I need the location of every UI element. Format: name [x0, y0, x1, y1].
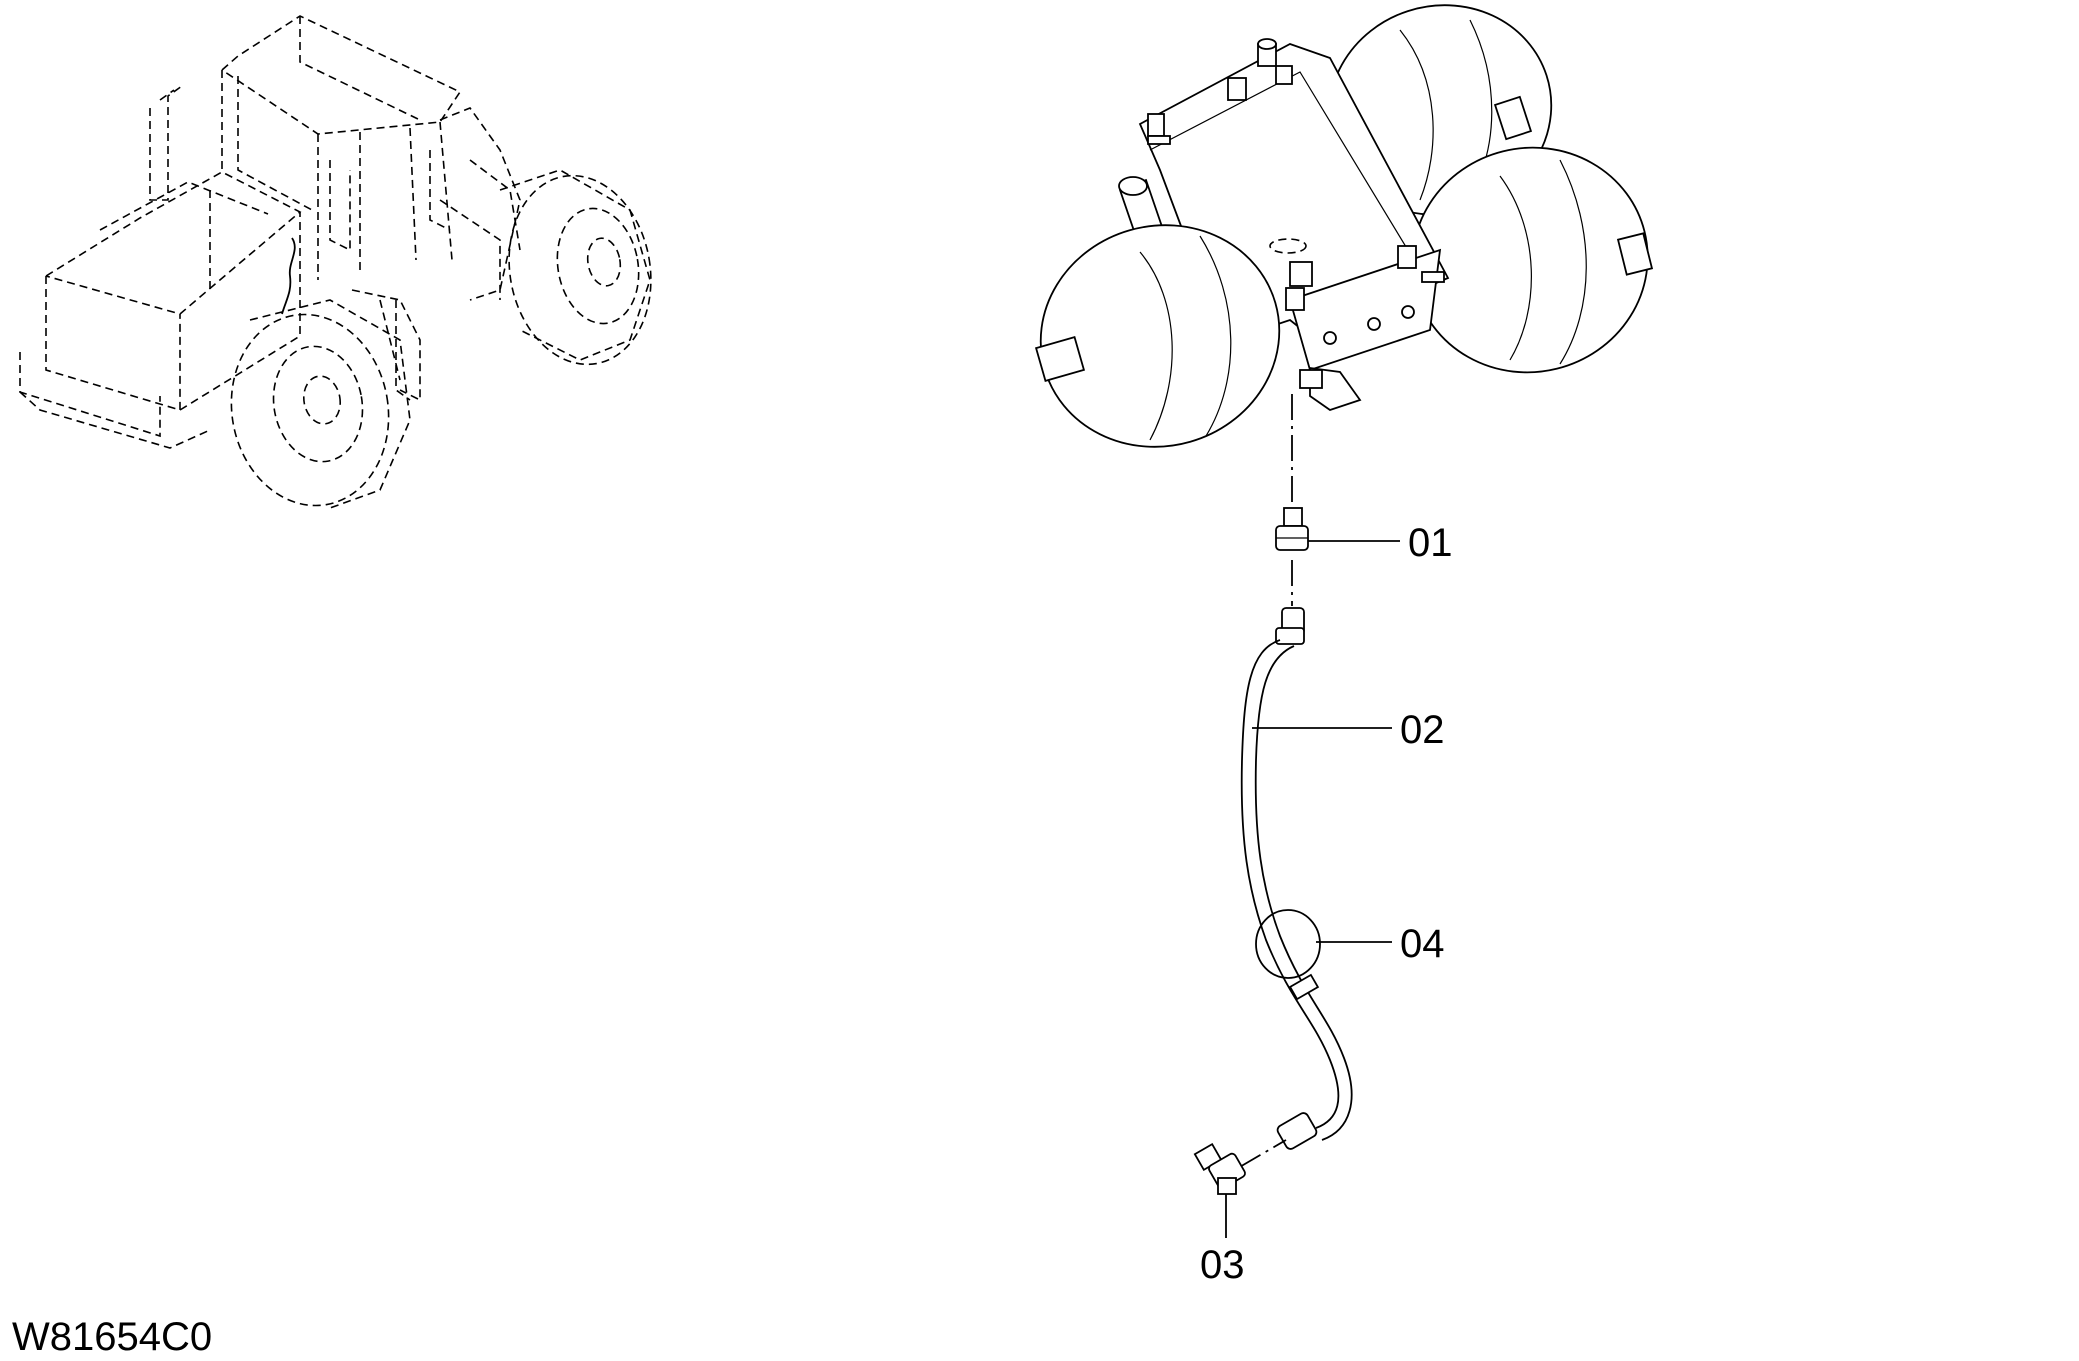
callout-02: 02	[1400, 708, 1445, 752]
drawing-code: W81654C0	[12, 1315, 212, 1359]
callout-03: 03	[1200, 1243, 1245, 1287]
callout-01: 01	[1408, 521, 1453, 565]
machine-overview-illustration	[19, 15, 652, 509]
part-02-hose	[1240, 607, 1353, 1150]
part-01-fitting	[1275, 507, 1309, 551]
part-03-centerline	[1237, 1139, 1287, 1169]
part-03-elbow-fitting	[1193, 1142, 1246, 1195]
callout-04: 04	[1400, 922, 1445, 966]
part-04-clamp	[1255, 909, 1392, 979]
accumulator-block-assembly	[1034, 4, 1654, 448]
bolt-group	[1147, 38, 1445, 311]
